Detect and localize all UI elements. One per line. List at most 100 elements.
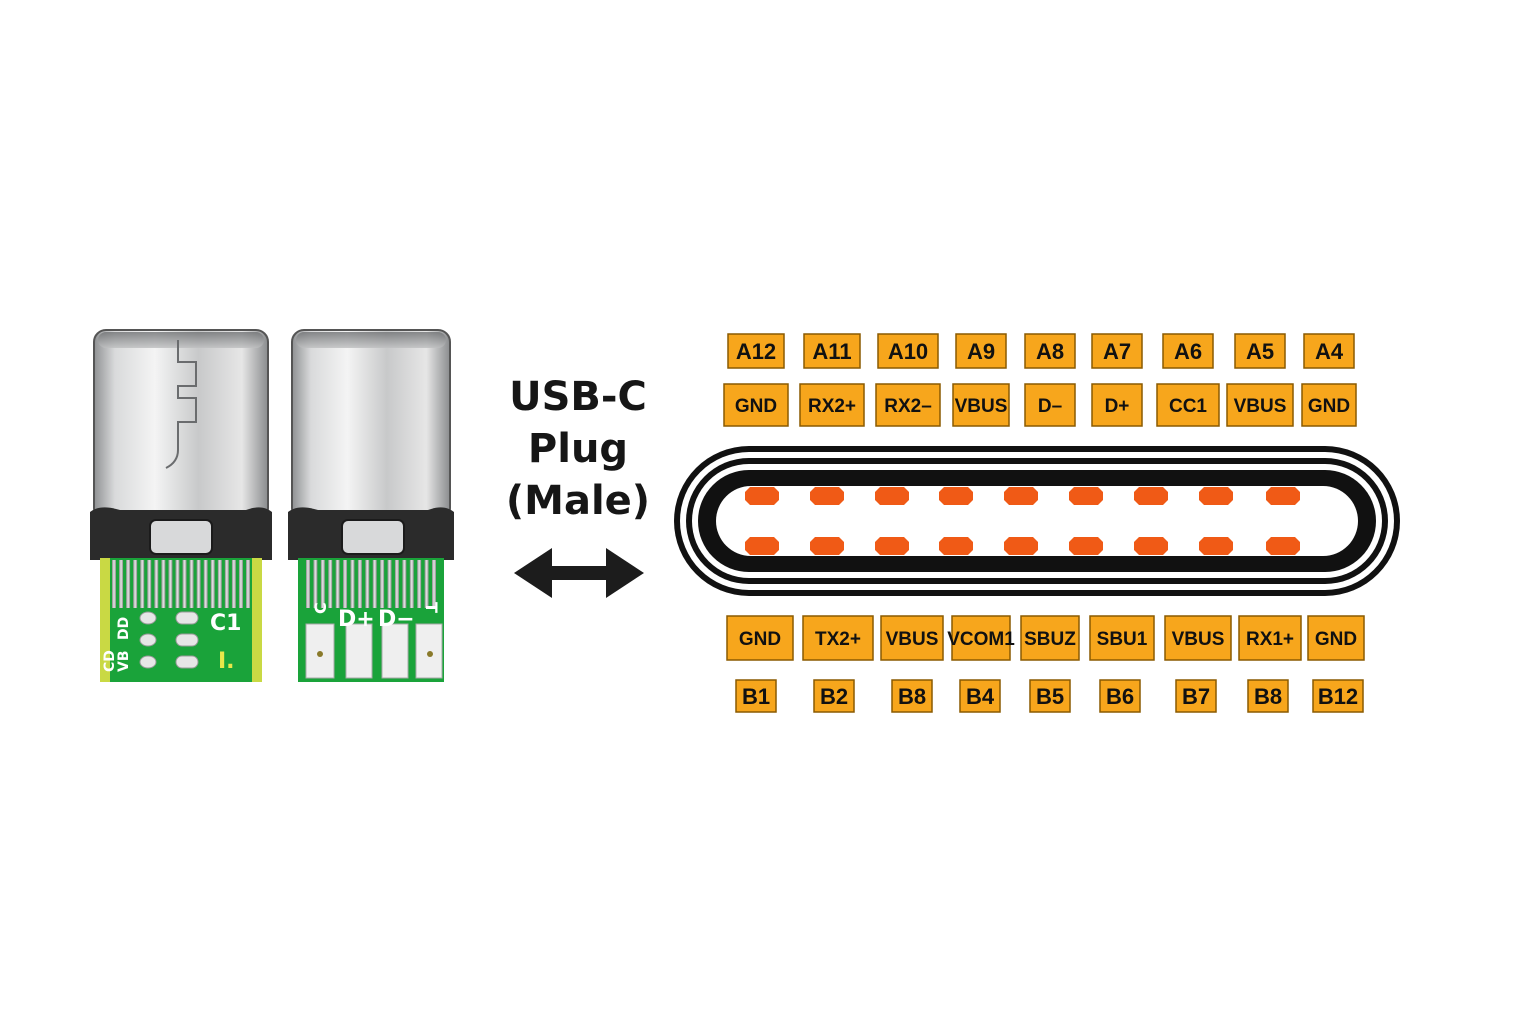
bottom-pin-number-label: B8 (898, 684, 926, 709)
contact-top (939, 487, 973, 505)
left-silk-col3: VB (116, 650, 132, 672)
bottom-pin-number-box (1312, 679, 1364, 713)
bottom-signal-label: RX1+ (1246, 629, 1294, 650)
right-plug-pads (305, 623, 443, 679)
bottom-signal-label: GND (739, 629, 781, 650)
plug-pin (154, 560, 159, 608)
plug-pin (140, 560, 145, 608)
plug-pin (133, 560, 138, 608)
plug-pin (372, 560, 377, 608)
plug-pin (343, 560, 348, 608)
top-signal-box (723, 383, 789, 427)
usb-c-receptacle (674, 446, 1400, 596)
contact-bottom (810, 537, 844, 555)
top-signal-box (1024, 383, 1076, 427)
top-signal-box (1226, 383, 1294, 427)
bottom-pin-number-box (1099, 679, 1141, 713)
plug-pin (203, 560, 208, 608)
contact-bottom (1004, 537, 1038, 555)
contact-bottom (939, 537, 973, 555)
contact-top (1266, 487, 1300, 505)
contact-top (875, 487, 909, 505)
bottom-signal-box (726, 615, 794, 661)
top-pin-number-box (1234, 333, 1286, 369)
plug-pin (350, 560, 355, 608)
plug-pin (313, 560, 318, 608)
plug-pin (402, 560, 407, 608)
left-silk-c1: C1 (210, 611, 241, 636)
bottom-signal-box (1238, 615, 1302, 661)
plug-pin (394, 560, 399, 608)
bottom-signal-label: VCOM1 (947, 629, 1015, 650)
bottom-pin-number-box (959, 679, 1001, 713)
right-silk-dm: D− (378, 607, 415, 632)
left-plug-shell (93, 329, 269, 521)
contact-bottom (1266, 537, 1300, 555)
contact-top (1199, 487, 1233, 505)
plug-pin (387, 560, 392, 608)
left-plug-pads (139, 611, 199, 669)
contacts-bottom-row (745, 537, 1300, 555)
plug-pin (168, 560, 173, 608)
plug-pin (432, 560, 436, 608)
top-pin-number-label: A7 (1103, 339, 1131, 364)
contact-bottom (1199, 537, 1233, 555)
plug-pin (231, 560, 236, 608)
contact-top (810, 487, 844, 505)
top-pin-number-box (803, 333, 861, 369)
top-pin-number-label: A8 (1036, 339, 1064, 364)
top-signal-box (875, 383, 941, 427)
top-signal-box (1091, 383, 1143, 427)
bottom-pin-number-label: B12 (1318, 684, 1358, 709)
plug-pin (112, 560, 116, 608)
double-arrow-icon (514, 548, 644, 598)
plug-pin (306, 560, 310, 608)
contact-top (1134, 487, 1168, 505)
contacts-top-row (745, 487, 1300, 505)
left-silk-i: I. (218, 649, 235, 674)
left-plug-window (149, 519, 213, 555)
top-pin-number-label: A5 (1246, 339, 1274, 364)
top-pin-number-label: A9 (967, 339, 995, 364)
plug-pin (175, 560, 180, 608)
bottom-pin-number-box (1247, 679, 1289, 713)
plug-pin (357, 560, 362, 608)
plug-pin (224, 560, 229, 608)
bottom-signal-label: TX2+ (815, 629, 861, 650)
right-plug-pins (306, 560, 436, 608)
bottom-signal-label: VBUS (886, 629, 939, 650)
bottom-pin-number-label: B4 (966, 684, 995, 709)
left-plug-pins (112, 560, 250, 608)
plug-pin (365, 560, 370, 608)
right-plug-shell (291, 329, 451, 521)
top-pin-number-box (1303, 333, 1355, 369)
title-line-2: Plug (528, 426, 628, 472)
plug-pin (119, 560, 124, 608)
bottom-signal-box (880, 615, 944, 661)
contact-top (1069, 487, 1103, 505)
top-pin-number-label: A11 (812, 339, 851, 364)
top-pin-number-label: A4 (1315, 339, 1344, 364)
plug-pin (210, 560, 215, 608)
bottom-pin-number-box (891, 679, 933, 713)
plug-pin (380, 560, 385, 608)
top-pin-number-label: A10 (888, 339, 928, 364)
top-signal-label: RX2+ (808, 396, 856, 417)
bottom-pin-number-label: B2 (820, 684, 848, 709)
plug-pin (417, 560, 422, 608)
bottom-signal-box (1089, 615, 1155, 661)
bottom-signal-label: GND (1315, 629, 1357, 650)
top-signal-box (1301, 383, 1357, 427)
plug-pin (409, 560, 414, 608)
right-silk-dp: D+ (338, 607, 375, 632)
contact-bottom (1069, 537, 1103, 555)
right-plug-window (341, 519, 405, 555)
left-silk-col1: CD (102, 650, 118, 672)
bottom-signal-box (1307, 615, 1365, 661)
left-plug: C1 I. CD DD VB (90, 329, 272, 682)
plug-pin (189, 560, 194, 608)
